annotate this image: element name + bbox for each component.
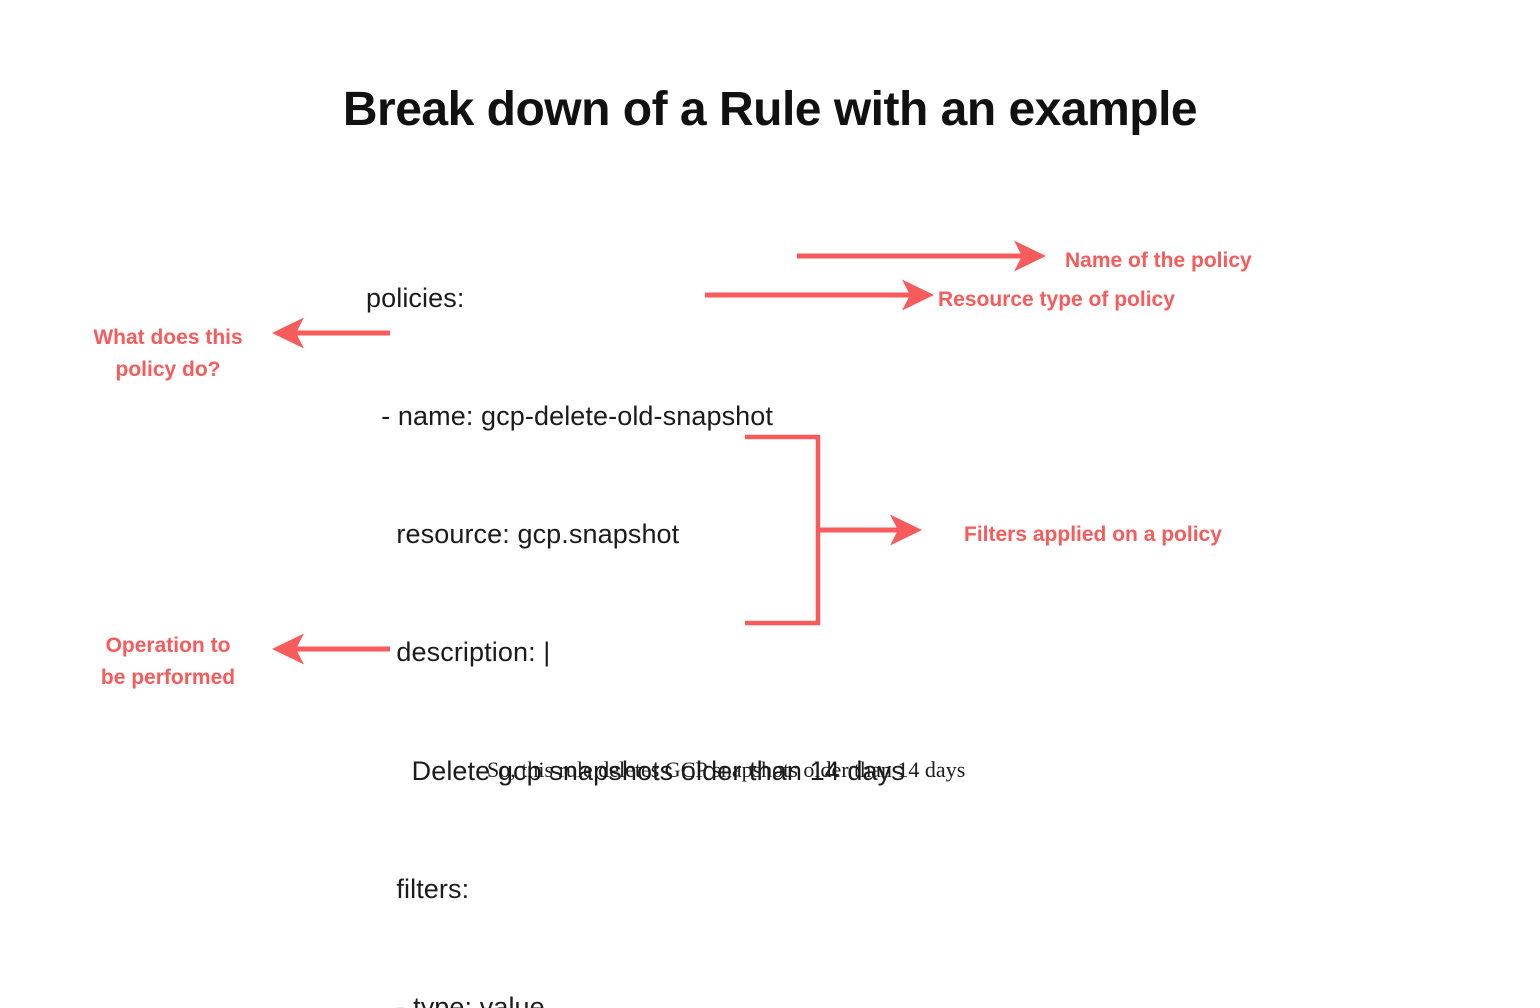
page-title: Break down of a Rule with an example (342, 83, 1198, 136)
yaml-policy-block: policies: - name: gcp-delete-old-snapsho… (366, 200, 986, 1008)
annotation-name-of-the-policy: Name of the policy (1065, 249, 1252, 272)
summary-caption: So, this rule deletes GCP snapshots olde… (487, 757, 966, 782)
yaml-line-resource: resource: gcp.snapshot (366, 519, 680, 550)
yaml-line-filters: filters: (366, 873, 470, 904)
annotation-operation-to-be-performed: Operation to be performed (100, 634, 236, 689)
yaml-line-description-text: Delete gcp snapshots older than 14 days (366, 755, 905, 786)
yaml-line-description: description: | (366, 637, 551, 668)
annotation-what-does-this-policy-do: What does this policy do? (93, 326, 243, 381)
yaml-line-name: - name: gcp-delete-old-snapshot (366, 401, 774, 432)
annotation-filters-applied-on-a-policy: Filters applied on a policy (964, 523, 1222, 546)
yaml-line-filter-type: - type: value (366, 992, 545, 1008)
annotation-resource-type-of-policy: Resource type of policy (938, 288, 1175, 311)
yaml-line-policies: policies: (366, 282, 465, 313)
